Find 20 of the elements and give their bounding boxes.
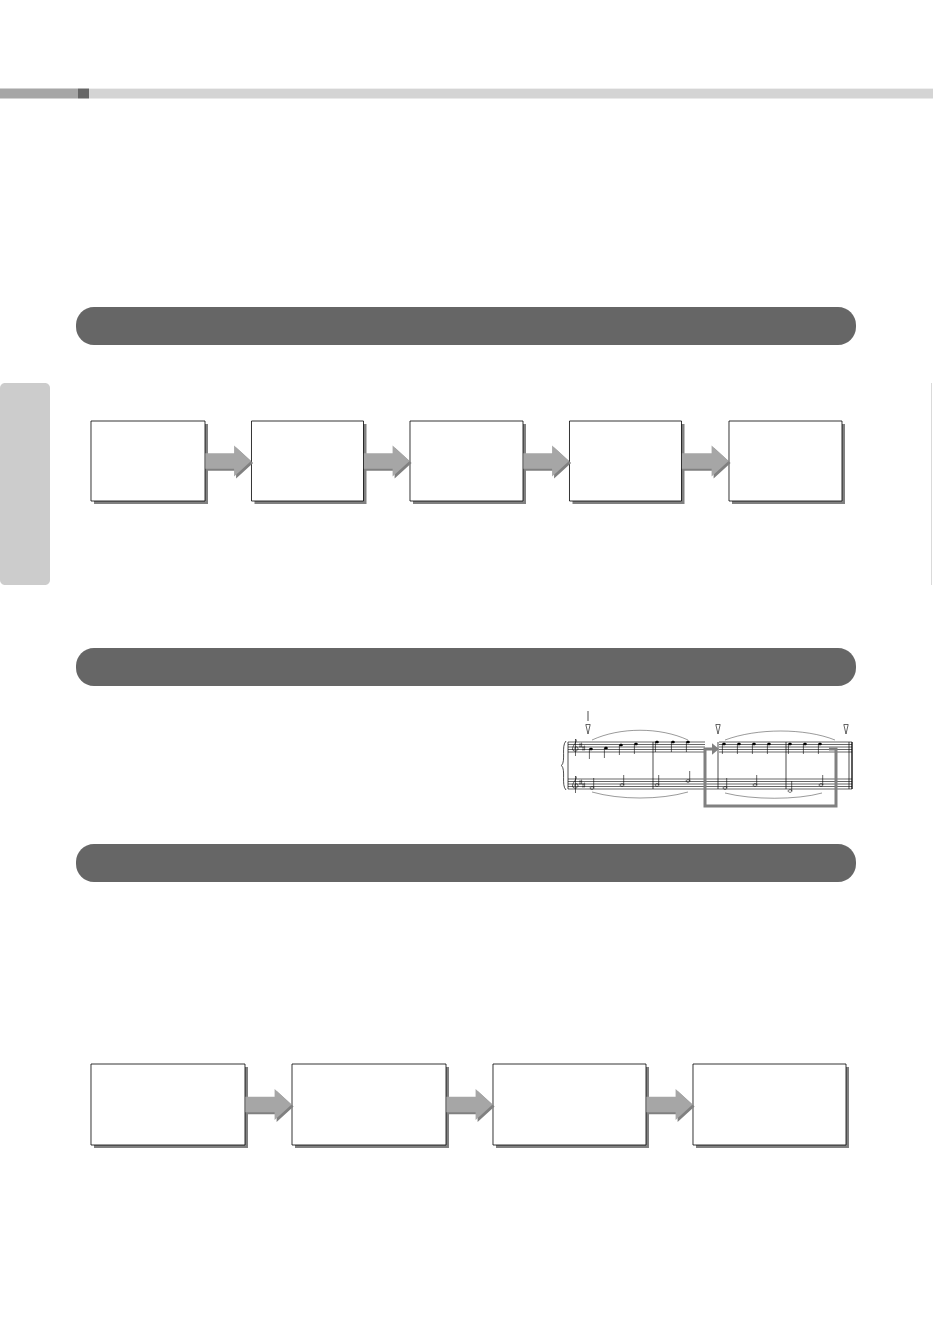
side-tab <box>0 383 50 585</box>
process-box <box>692 1063 849 1148</box>
process-box <box>569 420 685 504</box>
process-box <box>90 1063 248 1148</box>
section-bar <box>76 844 856 882</box>
process-box <box>492 1063 649 1148</box>
block-arrow <box>646 1088 695 1123</box>
section-bar <box>76 648 856 686</box>
process-box <box>90 420 208 504</box>
process-box <box>728 420 845 504</box>
block-arrow <box>205 445 254 479</box>
block-arrow <box>245 1088 294 1123</box>
process-box <box>409 420 526 504</box>
block-arrow <box>363 445 412 479</box>
process-box <box>251 420 367 504</box>
block-arrow <box>681 445 731 479</box>
block-arrow <box>523 445 572 479</box>
section-bar <box>76 307 856 345</box>
process-box <box>291 1063 449 1148</box>
block-arrow <box>446 1088 495 1123</box>
